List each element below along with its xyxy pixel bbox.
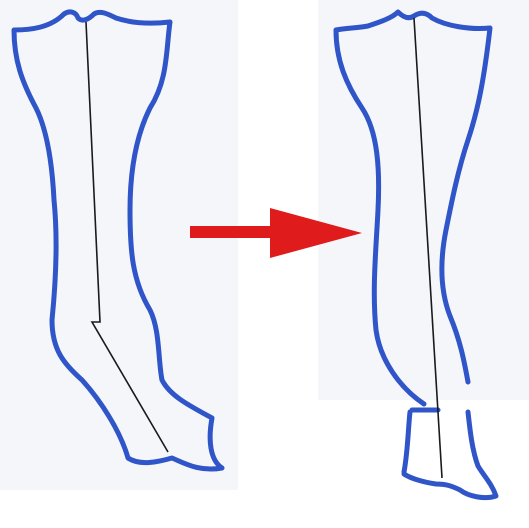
after-outline-lower-right [404,412,496,498]
left-panel [0,0,238,490]
after-outline-lower-left [404,410,438,472]
right-panel [318,0,529,400]
